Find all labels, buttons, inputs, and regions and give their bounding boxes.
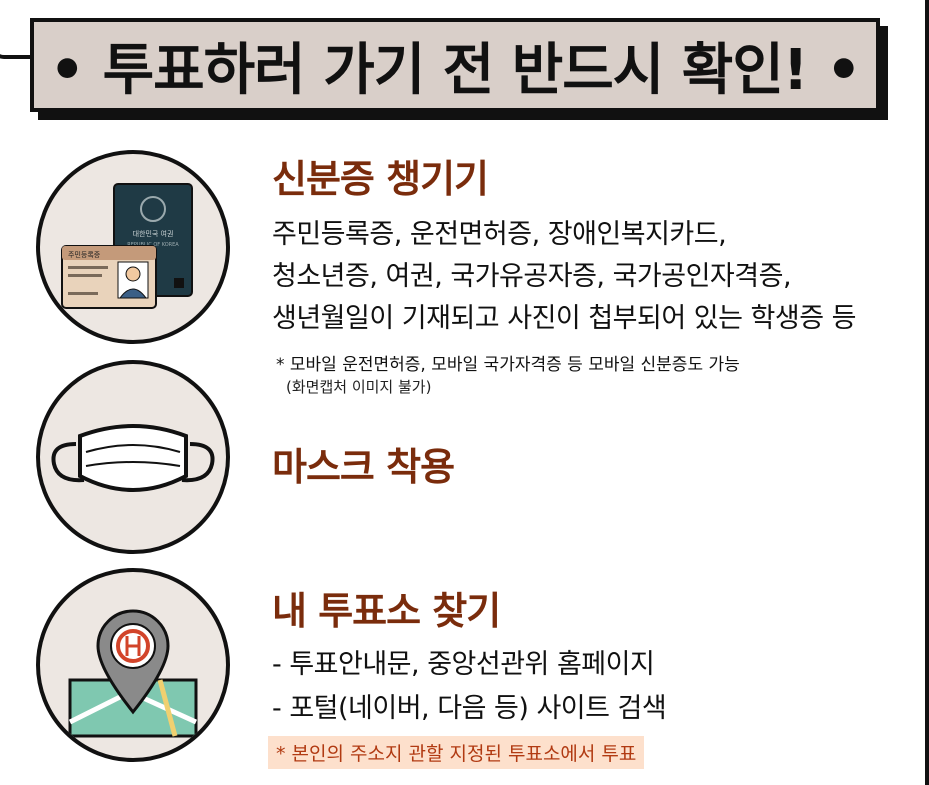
section-title-polling: 내 투표소 찾기 — [272, 589, 501, 633]
polling-location-pin-icon — [36, 568, 230, 762]
polling-highlight-note: * 본인의 주소지 관할 지정된 투표소에서 투표 — [268, 736, 645, 769]
id-line-1: 주민등록증, 운전면허증, 장애인복지카드, — [272, 219, 727, 250]
screenshot-note: (화면캡처 이미지 불가) — [286, 378, 432, 396]
polling-line-1: - 투표안내문, 중앙선관위 홈페이지 — [272, 649, 655, 680]
section-title-mask: 마스크 착용 — [272, 445, 455, 489]
id-line-2: 청소년증, 여권, 국가유공자증, 국가공인자격증, — [272, 261, 792, 292]
passport-sub: REPUBLIC OF KOREA — [127, 242, 179, 248]
id-card-passport-icon: 대한민국 여권 REPUBLIC OF KOREA 주민등록증 — [36, 150, 230, 344]
section-title-id: 신분증 챙기기 — [272, 157, 489, 201]
frame-corner — [0, 0, 54, 59]
banner-title: • 투표하러 가기 전 반드시 확인! • — [49, 37, 861, 103]
frame-right-border — [925, 0, 929, 785]
header-banner: • 투표하러 가기 전 반드시 확인! • — [30, 18, 880, 112]
card-title: 주민등록증 — [68, 250, 101, 259]
id-line-3: 생년월일이 기재되고 사진이 첩부되어 있는 학생증 등 — [272, 303, 856, 334]
mobile-id-note: * 모바일 운전면허증, 모바일 국가자격증 등 모바일 신분증도 가능 — [276, 355, 740, 375]
polling-line-2: - 포털(네이버, 다음 등) 사이트 검색 — [272, 693, 667, 724]
face-mask-icon — [36, 360, 230, 554]
passport-title: 대한민국 여권 — [133, 229, 174, 238]
